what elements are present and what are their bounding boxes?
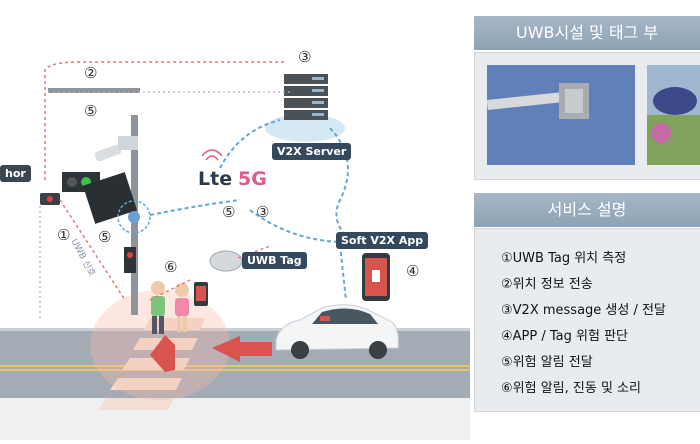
step-5-left-marker: ⑤ (98, 228, 112, 246)
scenario-illustration (0, 61, 470, 440)
service-item-6: ⑥위험 알림, 진동 및 소리 (501, 381, 641, 396)
pole-arm (48, 88, 140, 93)
service-item-5: ⑤위험 알림 전달 (501, 355, 593, 370)
service-header: 서비스 설명 (474, 193, 700, 227)
facility-photo-strip (486, 65, 700, 165)
anchor-device (118, 136, 138, 150)
service-item-4: ④APP / Tag 위험 판단 (501, 329, 628, 344)
uwb-anchor-ring (117, 200, 151, 234)
step-2-marker: ② (84, 64, 98, 82)
step-5-mid-marker: ⑤ (222, 203, 236, 221)
step-6-marker: ⑥ (164, 258, 178, 276)
v2x-server-icon (265, 74, 345, 142)
step-4-marker: ④ (406, 262, 420, 280)
service-item-1: ①UWB Tag 위치 측정 (501, 251, 627, 266)
signal-wave-icon (201, 149, 223, 161)
smartphone-icon (362, 253, 390, 301)
step-3-top-marker: ③ (298, 48, 312, 66)
5g-label: 5G (238, 168, 267, 190)
car-icon (275, 304, 399, 359)
pedestrian-signal (124, 247, 136, 273)
camera-icon (94, 144, 122, 162)
v2x-server-label: V2X Server (272, 143, 352, 160)
service-item-3: ③V2X message 생성 / 전달 (501, 303, 666, 318)
service-list: ①UWB Tag 위치 측정 ②위치 정보 전송 ③V2X message 생성… (474, 228, 700, 412)
step-3-mid-marker: ③ (256, 203, 270, 221)
facility-photos (474, 52, 700, 180)
step-5-top-marker: ⑤ (84, 102, 98, 120)
uwb-tag-label: UWB Tag (242, 252, 307, 269)
led-sign (82, 172, 138, 224)
scenario-diagram: hor V2X Server Lte 5G Soft V2X App UWB T… (0, 48, 470, 440)
anchor-label: hor (0, 165, 31, 182)
soft-v2x-app-label: Soft V2X App (336, 232, 429, 249)
down-arrow (150, 335, 175, 372)
side-panel: UWB시설 및 태그 부 서비스 설명 ①UWB Tag 위치 측정 ②위치 정… (474, 0, 700, 440)
uwb-tag-device (209, 250, 243, 272)
service-item-2: ②위치 정보 전송 (501, 277, 593, 292)
lte-label: Lte (198, 168, 233, 190)
facility-header: UWB시설 및 태그 부 (474, 16, 700, 50)
red-flow-paths (44, 61, 285, 301)
step-1-marker: ① (57, 226, 71, 244)
left-arrow (212, 336, 272, 362)
